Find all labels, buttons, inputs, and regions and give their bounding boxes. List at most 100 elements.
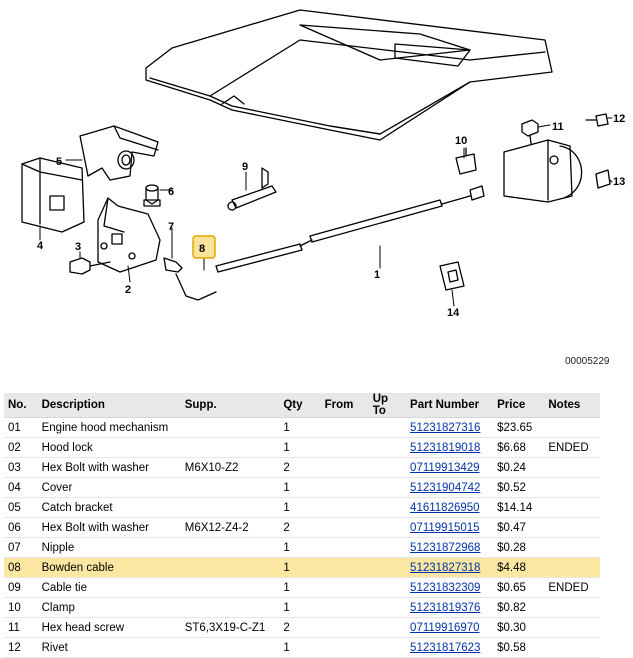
cell-price: $4.48 xyxy=(493,557,545,578)
cell-qty: 1 xyxy=(279,557,321,578)
cell-part-number: 07119913429 xyxy=(406,458,493,478)
header-price: Price xyxy=(493,393,545,418)
cell-supp xyxy=(181,638,280,658)
cell-no: 09 xyxy=(8,581,21,594)
callout-2: 2 xyxy=(125,284,131,296)
parts-diagram: 1 2 3 4 5 6 7 9 10 11 12 13 14 8 0000522… xyxy=(21,9,625,367)
part-4-cover-drawing xyxy=(21,157,85,233)
cell-qty: 1 xyxy=(283,421,290,434)
part-9-lever-drawing xyxy=(227,167,277,211)
cell-price: $0.30 xyxy=(497,621,526,634)
part-number-link[interactable]: 07119913429 xyxy=(410,461,480,474)
cell-supp xyxy=(181,598,280,618)
cell-from xyxy=(321,478,369,498)
cell-from xyxy=(321,458,369,478)
table-row: 12 Rivet 1 51231817623 $0.58 xyxy=(4,638,600,658)
part-number-link[interactable]: 51231872968 xyxy=(410,541,481,554)
callout-5: 5 xyxy=(56,156,62,168)
part-number-link[interactable]: 51231832309 xyxy=(410,581,481,594)
part-7-nipple-drawing xyxy=(163,257,183,273)
part-number-link[interactable]: 07119916970 xyxy=(410,621,480,634)
cell-notes: ENDED xyxy=(548,441,589,454)
callout-7: 7 xyxy=(168,221,174,233)
cell-description: Bowden cable xyxy=(37,557,181,578)
cell-notes xyxy=(544,458,600,478)
cell-price: $23.65 xyxy=(497,421,533,434)
cell-price: $0.28 xyxy=(497,541,526,554)
callout-14: 14 xyxy=(447,307,460,319)
cell-to xyxy=(369,518,406,538)
cell-no: 05 xyxy=(8,501,21,514)
cell-to xyxy=(369,458,406,478)
callout-4: 4 xyxy=(37,240,44,252)
cell-no: 06 xyxy=(8,521,21,534)
table-row: 03 Hex Bolt with washer M6X10-Z2 2 07119… xyxy=(4,458,600,478)
cell-notes xyxy=(544,478,600,498)
table-row: 05 Catch bracket 1 41611826950 $14.14 xyxy=(4,498,600,518)
cell-notes xyxy=(544,498,600,518)
callout-8-highlight[interactable]: 8 xyxy=(192,235,216,259)
cell-supp xyxy=(181,478,280,498)
cell-to xyxy=(369,438,406,458)
cell-qty: 1 xyxy=(283,541,290,554)
header-to: Up To xyxy=(368,393,407,418)
part-10-clamp-drawing xyxy=(455,147,477,175)
cell-qty: 1 xyxy=(283,501,290,514)
cell-description: Rivet xyxy=(41,641,68,654)
cell-to xyxy=(368,557,407,578)
cell-supp: ST6,3X19-C-Z1 xyxy=(184,621,266,634)
cell-notes xyxy=(544,538,600,558)
callout-6: 6 xyxy=(168,186,174,198)
cell-no: 03 xyxy=(8,461,21,474)
cell-from xyxy=(321,518,369,538)
diagram-id: 00005229 xyxy=(565,356,610,367)
cell-from xyxy=(321,618,369,638)
part-6-bolt-drawing xyxy=(143,184,161,207)
cell-from xyxy=(321,438,369,458)
cell-to xyxy=(369,498,406,518)
callout-3: 3 xyxy=(75,241,81,253)
header-supp: Supp. xyxy=(180,393,280,418)
table-row: 07 Nipple 1 51231872968 $0.28 xyxy=(4,538,600,558)
part-number-link[interactable]: 51231819018 xyxy=(410,441,481,454)
table-row: 09 Cable tie 1 51231832309 $0.65 ENDED xyxy=(4,578,600,598)
cell-part-number: 41611826950 xyxy=(406,498,493,518)
cell-description: Engine hood mechanism xyxy=(41,421,169,434)
cell-to xyxy=(369,638,406,658)
part-number-link[interactable]: 41611826950 xyxy=(410,501,480,514)
header-no: No. xyxy=(4,393,38,418)
header-notes: Notes xyxy=(544,393,600,418)
part-number-link[interactable]: 07119915015 xyxy=(410,521,480,534)
cell-to xyxy=(369,478,406,498)
part-number-link[interactable]: 51231904742 xyxy=(410,481,481,494)
cell-price: $0.82 xyxy=(497,601,526,614)
cell-supp xyxy=(181,578,280,598)
cell-no: 11 xyxy=(8,621,20,634)
part-number-link[interactable]: 51231827316 xyxy=(410,421,481,434)
header-from: From xyxy=(320,393,369,418)
table-row: 10 Clamp 1 51231819376 $0.82 xyxy=(4,598,600,618)
cell-from xyxy=(321,538,369,558)
callout-13: 13 xyxy=(613,176,625,188)
part-number-link[interactable]: 51231827318 xyxy=(410,561,481,574)
cell-description: Hood lock xyxy=(41,441,93,454)
cell-qty: 1 xyxy=(283,481,290,494)
part-number-link[interactable]: 51231817623 xyxy=(410,641,481,654)
cell-no: 12 xyxy=(8,641,21,654)
cell-part-number: 51231904742 xyxy=(406,478,493,498)
cell-to xyxy=(369,538,406,558)
cell-price: $0.24 xyxy=(497,461,526,474)
cell-part-number: 51231827318 xyxy=(406,557,494,578)
cell-from xyxy=(321,498,369,518)
bowden-cable-drawing xyxy=(175,185,485,301)
table-row-highlighted: 08 Bowden cable 1 51231827318 $4.48 xyxy=(4,557,600,578)
cell-price: $0.58 xyxy=(497,641,526,654)
part-2-hood-lock-drawing xyxy=(97,197,161,273)
part-number-link[interactable]: 51231819376 xyxy=(410,601,481,614)
cell-qty: 1 xyxy=(283,581,290,594)
cell-description: Cover xyxy=(41,481,73,494)
callout-10: 10 xyxy=(455,135,467,147)
cell-to xyxy=(369,618,406,638)
cell-price: $14.14 xyxy=(497,501,533,514)
cell-supp: M6X10-Z2 xyxy=(184,461,239,474)
